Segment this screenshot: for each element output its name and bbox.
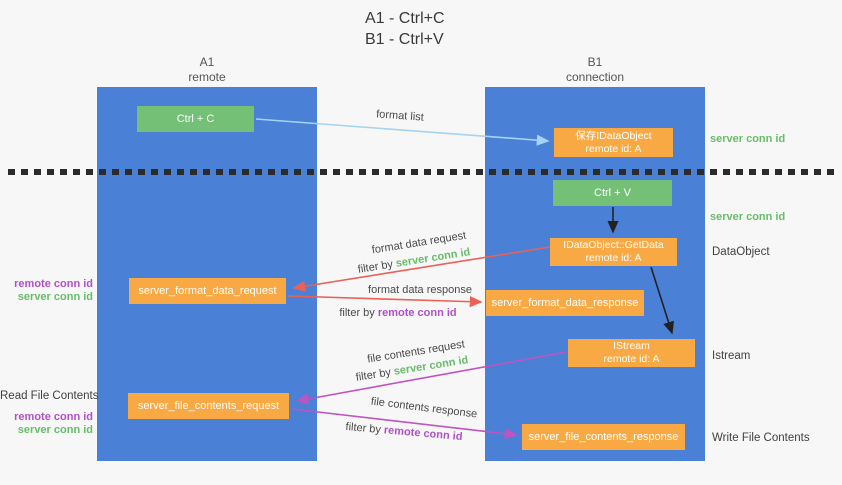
- node-server-file-contents-response: server_file_contents_response: [522, 424, 685, 450]
- title-line-ctrl-c: A1 - Ctrl+C: [365, 10, 445, 27]
- node-save-idataobject: 保存IDataObject remote id: A: [554, 128, 673, 157]
- right-label-server-conn-id-top: server conn id: [710, 133, 786, 145]
- left-label-read-file-contents: Read File Contents: [0, 390, 99, 402]
- getdata-line2: remote id: A: [585, 252, 642, 264]
- label-format-list: format list: [375, 108, 425, 124]
- lifeline-header-a1: A1 remote: [97, 55, 317, 85]
- phase-divider-dotted-line: [8, 169, 835, 175]
- node-server-format-data-response: server_format_data_response: [486, 290, 644, 316]
- label-format-data-response: format data response: [368, 284, 472, 296]
- filter-by-text: filter by: [356, 258, 394, 276]
- filter-by-text: filter by: [354, 366, 392, 384]
- left-label-conn-ids-format: remote conn id server conn id: [0, 278, 93, 304]
- server-file-contents-response-label: server_file_contents_response: [528, 430, 679, 443]
- ctrl-c-label: Ctrl + C: [176, 112, 215, 125]
- title-line-ctrl-v: B1 - Ctrl+V: [365, 31, 444, 48]
- save-idataobject-line1: 保存IDataObject: [575, 129, 652, 142]
- left-server-conn-id-2: server conn id: [17, 424, 93, 436]
- remote-conn-id-text: remote conn id: [383, 424, 463, 444]
- left-remote-conn-id-2: remote conn id: [14, 411, 93, 423]
- node-istream: IStream remote id: A: [568, 339, 695, 367]
- lifeline-b1-subtitle: connection: [565, 70, 625, 84]
- save-idataobject-line2: remote id: A: [585, 142, 642, 155]
- filter-by-text: filter by: [345, 420, 382, 436]
- node-server-file-contents-request: server_file_contents_request: [128, 393, 289, 419]
- right-label-write-file-contents: Write File Contents: [712, 432, 810, 444]
- label-file-contents-response: file contents response: [370, 395, 478, 421]
- right-label-dataobject: DataObject: [712, 246, 770, 258]
- node-ctrl-v: Ctrl + V: [553, 180, 672, 206]
- lifeline-b1-name: B1: [587, 55, 603, 69]
- diagram-title: A1 - Ctrl+C B1 - Ctrl+V: [365, 8, 445, 50]
- left-remote-conn-id-1: remote conn id: [14, 278, 93, 290]
- server-format-data-request-label: server_format_data_request: [138, 284, 277, 297]
- server-format-data-response-label: server_format_data_response: [491, 296, 639, 309]
- node-ctrl-c: Ctrl + C: [137, 106, 254, 132]
- remote-conn-id-text: remote conn id: [377, 307, 457, 319]
- getdata-line1: IDataObject::GetData: [563, 239, 664, 251]
- node-idataobject-getdata: IDataObject::GetData remote id: A: [550, 238, 677, 266]
- right-label-istream: Istream: [712, 350, 751, 362]
- istream-line1: IStream: [613, 340, 650, 352]
- lifeline-a1-subtitle: remote: [188, 70, 226, 84]
- ctrl-v-label: Ctrl + V: [594, 186, 631, 199]
- filter-by-text: filter by: [339, 307, 375, 319]
- node-server-format-data-request: server_format_data_request: [129, 278, 286, 304]
- lifeline-header-b1: B1 connection: [485, 55, 705, 85]
- left-label-conn-ids-file: remote conn id server conn id: [0, 411, 93, 437]
- left-server-conn-id-1: server conn id: [17, 291, 93, 303]
- server-file-contents-request-label: server_file_contents_request: [137, 399, 280, 412]
- istream-line2: remote id: A: [603, 353, 660, 365]
- lifeline-a1-name: A1: [199, 55, 215, 69]
- right-label-server-conn-id-mid: server conn id: [710, 211, 786, 223]
